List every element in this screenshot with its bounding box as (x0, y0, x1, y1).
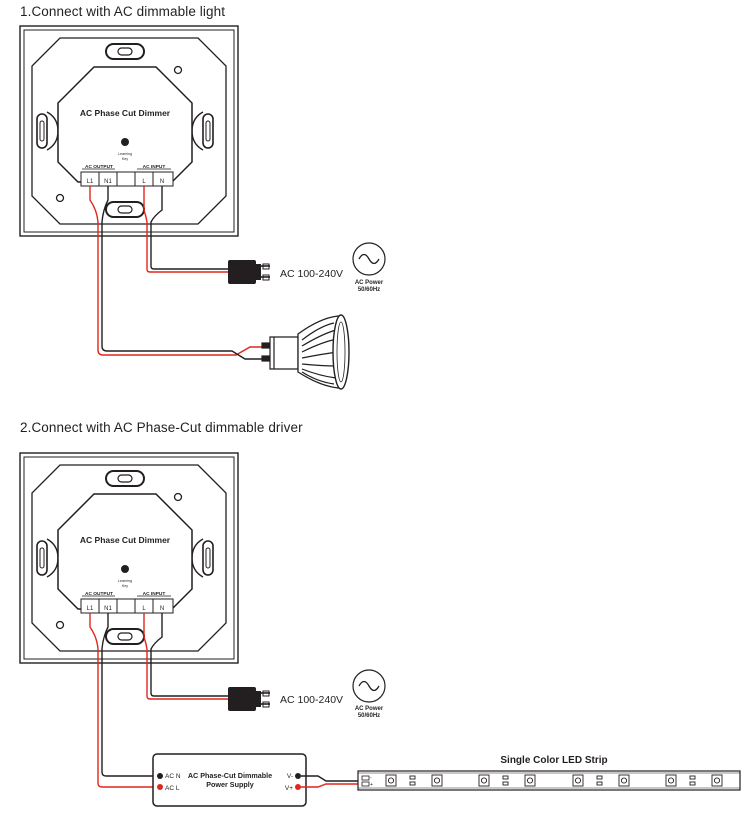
dimmer-panel-2 (19, 452, 239, 664)
ac-frequency-label-1: 50/60Hz (358, 287, 380, 293)
psu-output-vminus: V- (287, 773, 293, 780)
ac-output-label-1: AC OUTPUT (85, 164, 113, 170)
dimmer-title-2: AC Phase Cut Dimmer (80, 535, 171, 545)
terminal-l-2: L (142, 606, 146, 612)
strip-pad-minus: - (370, 775, 372, 781)
ac-output-label-2: AC OUTPUT (85, 591, 113, 597)
terminal-l-1: L (142, 179, 146, 185)
wires-input-1 (143, 186, 230, 273)
terminal-n1-1: N1 (104, 179, 112, 185)
wires-input-2 (143, 613, 230, 700)
ac-frequency-label-2: 50/60Hz (358, 713, 380, 719)
wires-output-2 (89, 613, 160, 788)
section-1-heading: 1.Connect with AC dimmable light (20, 4, 226, 19)
ac-voltage-2: AC 100-240V (280, 694, 343, 706)
psu-input-acn: AC N (165, 773, 181, 780)
led-strip (357, 770, 741, 791)
terminal-n1-2: N1 (104, 606, 112, 612)
plug-1 (228, 260, 270, 284)
learning-key-label-1b: Key (122, 157, 128, 161)
gu10-bulb-icon (261, 314, 350, 390)
ac-input-label-1: AC INPUT (143, 164, 166, 170)
psu-title-2: Power Supply (206, 780, 254, 789)
terminal-n-2: N (160, 606, 164, 612)
dimmer-title-1: AC Phase Cut Dimmer (80, 108, 171, 118)
ac-power-label-2: AC Power (355, 706, 384, 712)
terminal-l1-1: L1 (87, 179, 94, 185)
wires-output-1 (89, 186, 265, 360)
dimmer-panel-1 (19, 25, 239, 237)
wires-dc (301, 775, 363, 788)
psu-output-vplus: V+ (285, 785, 293, 792)
strip-pad-plus: + (370, 782, 373, 788)
ac-input-label-2: AC INPUT (143, 591, 166, 597)
power-supply-box (152, 753, 307, 807)
ac-source-icon-1 (352, 242, 386, 276)
psu-title-1: AC Phase-Cut Dimmable (188, 771, 272, 780)
terminal-n-1: N (160, 179, 164, 185)
learning-key-label-2b: Key (122, 584, 128, 588)
section-2-heading: 2.Connect with AC Phase-Cut dimmable dri… (20, 420, 303, 435)
ac-source-icon-2 (352, 669, 386, 703)
learning-key-label-1a: Learning (118, 152, 132, 156)
learning-key-label-2a: Learning (118, 579, 132, 583)
psu-input-acl: AC L (165, 785, 180, 792)
ac-voltage-1: AC 100-240V (280, 268, 343, 280)
ac-power-label-1: AC Power (355, 280, 384, 286)
led-strip-title: Single Color LED Strip (500, 755, 607, 766)
terminal-l1-2: L1 (87, 606, 94, 612)
plug-2 (228, 687, 270, 711)
